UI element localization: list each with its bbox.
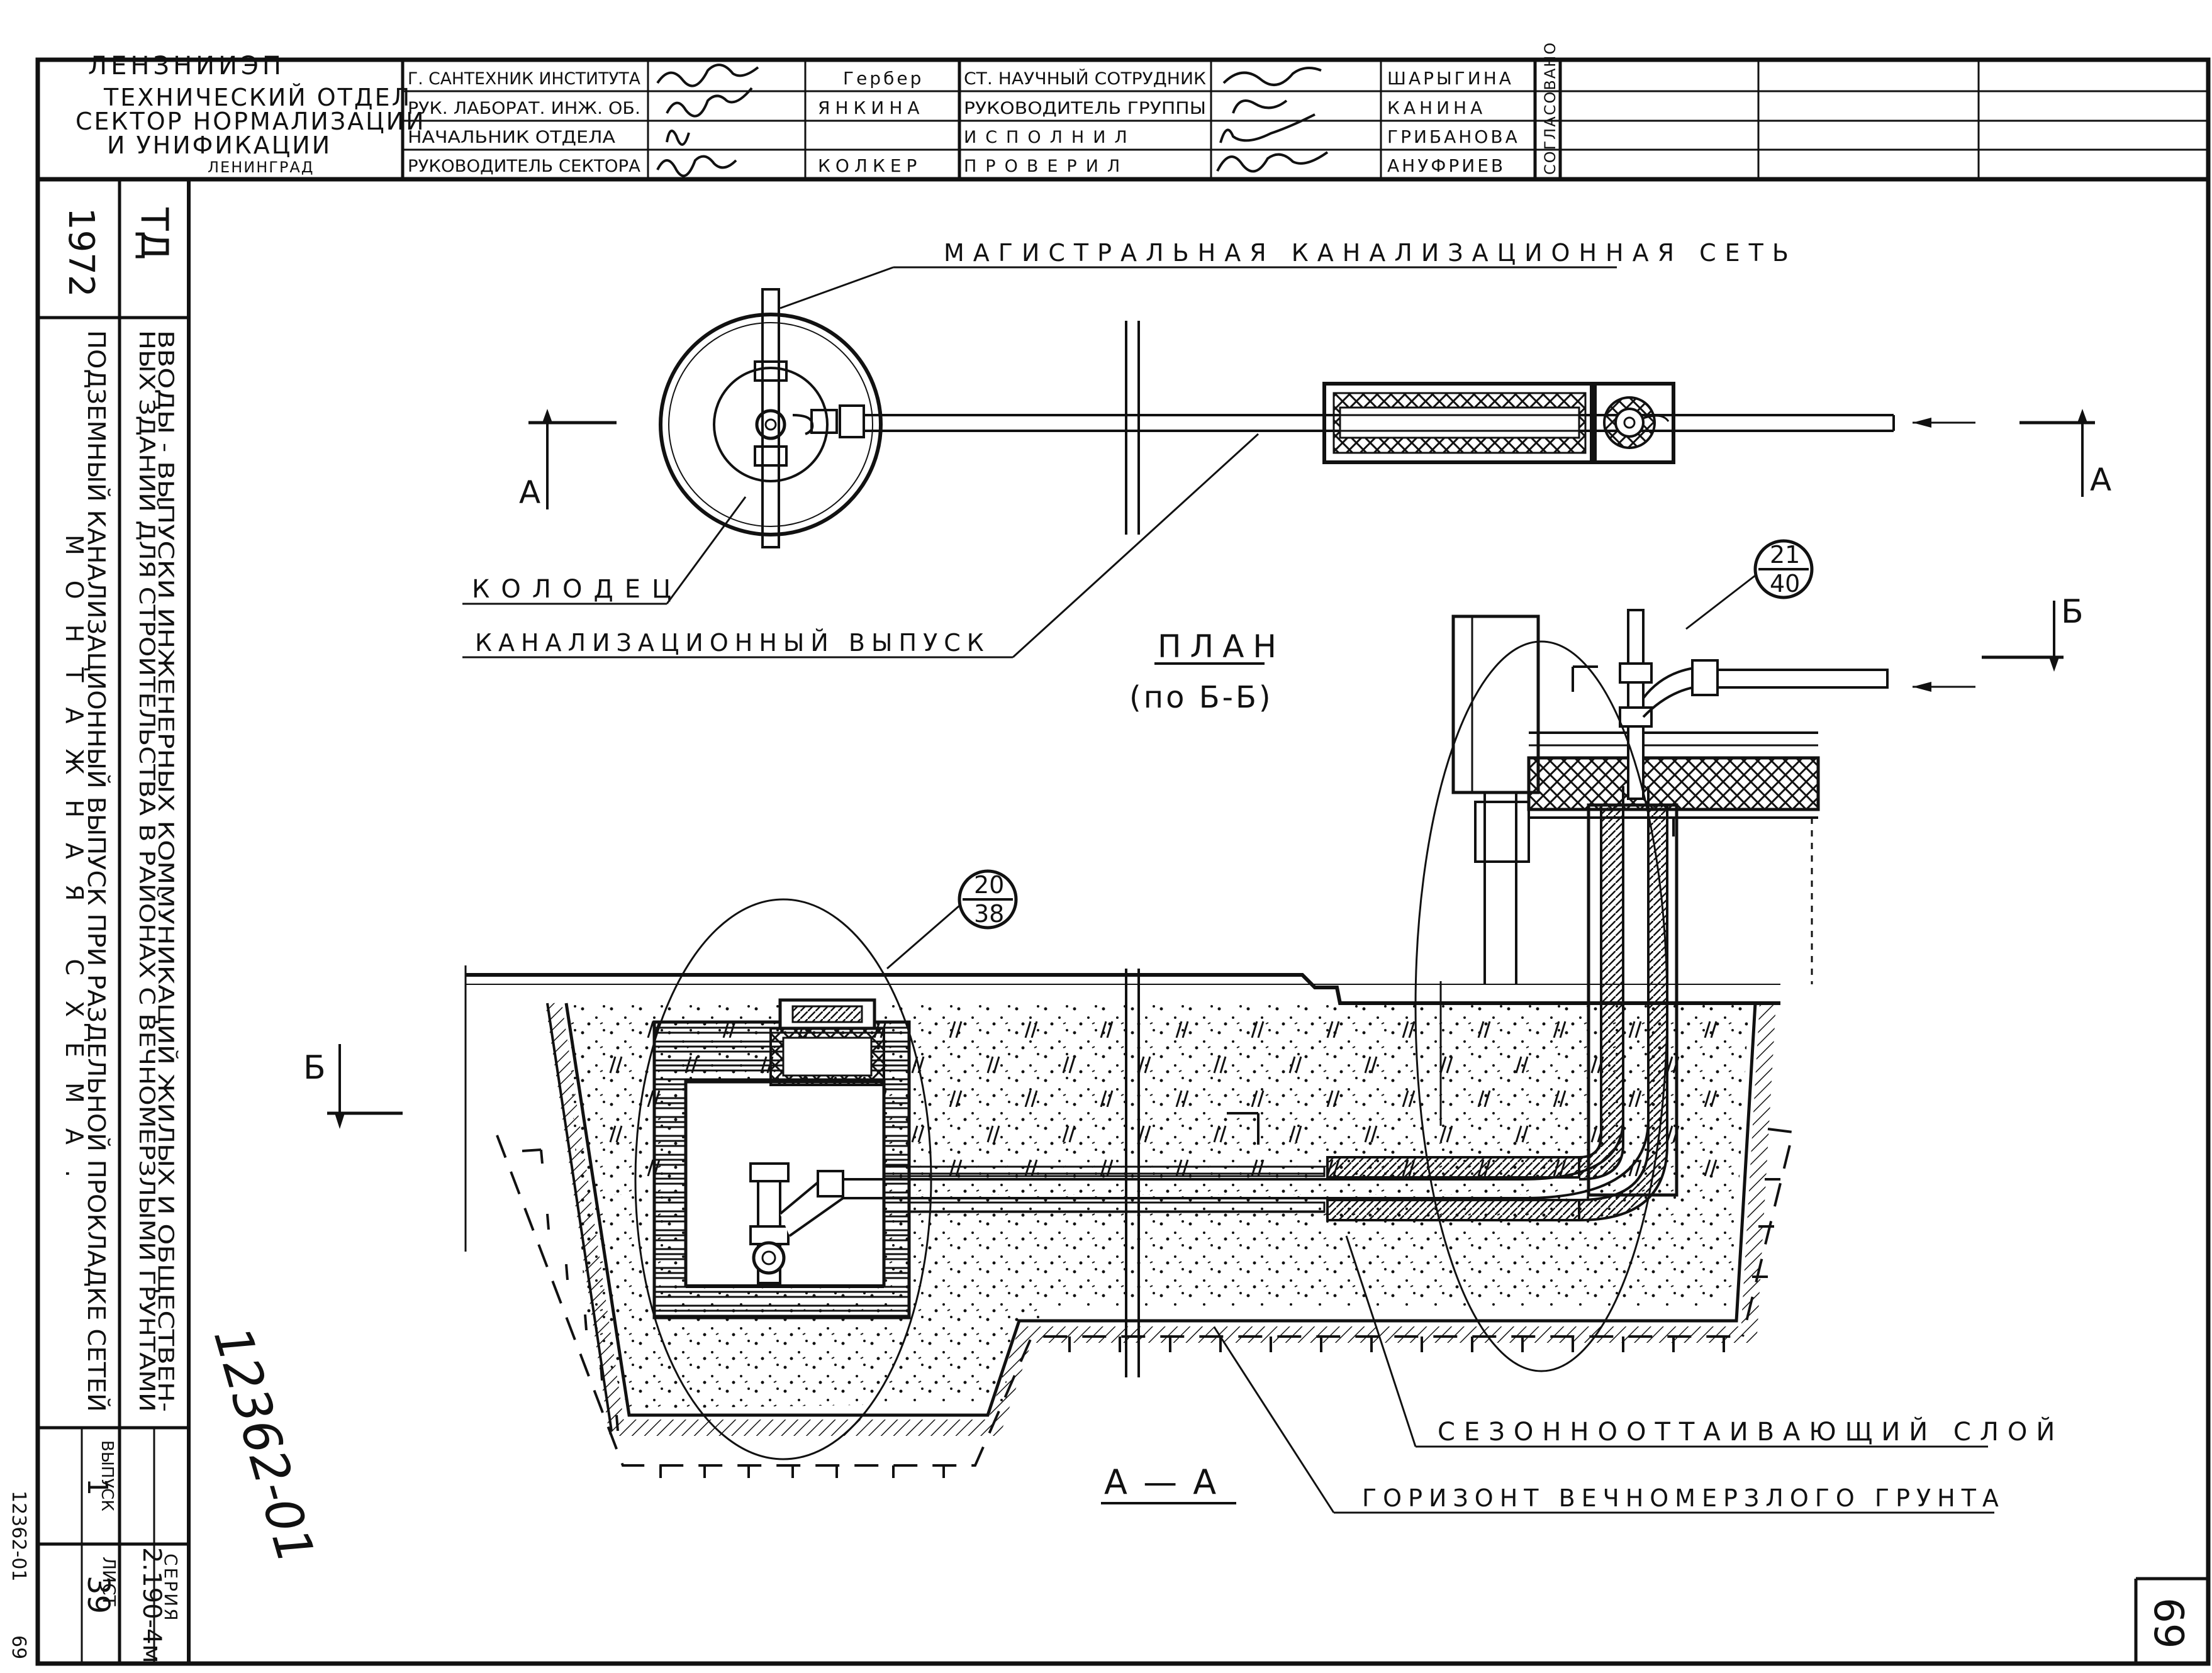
series-label: СЕРИЯ bbox=[160, 1554, 181, 1623]
staff-role-1: Г. САНТЕХНИК ИНСТИТУТА bbox=[408, 69, 641, 89]
callout-20-38: 20 38 bbox=[886, 869, 1018, 970]
signatures bbox=[656, 64, 1329, 177]
staff-role-4: РУКОВОДИТЕЛЬ СЕКТОРА bbox=[408, 157, 641, 176]
label-outlet: КАНАЛИЗАЦИОННЫЙ ВЫПУСК bbox=[475, 629, 990, 657]
plan-subtitle: (по Б-Б) bbox=[1129, 680, 1273, 715]
section-mark-b-right: Б bbox=[2061, 593, 2084, 631]
sheet-frame bbox=[35, 57, 2211, 1666]
staff-role-8: ПРОВЕРИЛ bbox=[964, 157, 1129, 176]
sheet-label: ЛИСТ bbox=[99, 1557, 120, 1607]
side-block: 1972 ТД ВВОДЫ - ВЫПУСКИ ИНЖЕНЕРНЫХ КОММУ… bbox=[8, 179, 325, 1664]
callout-ellipse-riser bbox=[1414, 640, 1668, 1372]
section-title: А — А bbox=[1104, 1462, 1219, 1502]
insulated-pipe bbox=[843, 786, 1679, 1221]
staff-name-8: АНУФРИЕВ bbox=[1387, 155, 1505, 176]
staff-name-7: ГРИБАНОВА bbox=[1387, 126, 1520, 147]
staff-name-5: ШАРЫГИНА bbox=[1387, 68, 1514, 89]
label-main-sewer: МАГИСТРАЛЬНАЯ КАНАЛИЗАЦИОННАЯ СЕТЬ bbox=[944, 239, 1797, 267]
series-value: 2.190-4м bbox=[137, 1547, 166, 1664]
callout-ellipse-well bbox=[634, 898, 932, 1460]
section-mark-b-left: Б bbox=[303, 1049, 326, 1087]
org-department: ТЕХНИЧЕСКИЙ ОТДЕЛ bbox=[103, 84, 411, 111]
staff-role-6: РУКОВОДИТЕЛЬ ГРУППЫ bbox=[964, 99, 1206, 118]
series-code: ТД bbox=[132, 207, 176, 260]
plan-title: ПЛАН bbox=[1158, 628, 1285, 665]
org-sector: СЕКТОР НОРМАЛИЗАЦИИ bbox=[75, 108, 426, 135]
callout-21-40: 21 40 bbox=[1685, 539, 1814, 630]
edge-number: 12362-01 bbox=[8, 1491, 30, 1581]
page-number: 69 bbox=[2145, 1598, 2191, 1648]
staff-name-2: ЯНКИНА bbox=[818, 97, 925, 118]
title-line-1: ВВОДЫ - ВЫПУСКИ ИНЖЕНЕРНЫХ КОММУНИКАЦИЙ … bbox=[153, 330, 179, 1412]
year: 1972 bbox=[60, 208, 101, 297]
org-city: ЛЕНИНГРАД bbox=[208, 158, 315, 176]
staff-role-7: ИСПОЛНИЛ bbox=[964, 128, 1136, 147]
approved-label: СОГЛАСОВАНО bbox=[1541, 42, 1559, 175]
edge-page: 69 bbox=[8, 1635, 30, 1659]
title-line-2: НЫХ ЗДАНИЙ ДЛЯ СТРОИТЕЛЬСТВА В РАЙОНАХ С… bbox=[134, 330, 160, 1412]
section-mark-a-left: А bbox=[519, 474, 540, 511]
permafrost-line bbox=[496, 1128, 1795, 1467]
archive-number: 12362-01 bbox=[203, 1321, 326, 1570]
staff-role-5: СТ. НАУЧНЫЙ СОТРУДНИК bbox=[964, 69, 1206, 89]
well-circle bbox=[659, 313, 883, 536]
sheet-value: 39 bbox=[81, 1576, 116, 1614]
callout-1-sheet: 38 bbox=[974, 900, 1004, 928]
subtitle-line-1: ПОДЗЕМНЫЙ КАНАЛИЗАЦИОННЫЙ ВЫПУСК ПРИ РАЗ… bbox=[82, 330, 110, 1412]
plan-view: А А МАГИСТРАЛЬНАЯ КАНАЛИЗАЦИОННАЯ СЕТЬ К… bbox=[462, 239, 2111, 659]
permafrost-ticks bbox=[522, 1148, 1780, 1478]
label-well: КОЛОДЕЦ bbox=[472, 575, 683, 604]
callout-2-sheet: 40 bbox=[1770, 570, 1800, 598]
label-seasonal-layer: СЕЗОННООТТАИВАЮЩИЙ СЛОЙ bbox=[1438, 1416, 2064, 1447]
issue-label: ВЫПУСК bbox=[98, 1440, 116, 1511]
callout-1-number: 20 bbox=[974, 871, 1004, 899]
title-block: ЛЕНЗНИИЭП ТЕХНИЧЕСКИЙ ОТДЕЛ СЕКТОР НОРМА… bbox=[75, 42, 2208, 179]
org-sector-2: И УНИФИКАЦИИ bbox=[107, 131, 332, 159]
issue-value: 1 bbox=[81, 1478, 113, 1496]
well-section bbox=[652, 998, 911, 1320]
staff-name-4: КОЛКЕР bbox=[818, 155, 922, 176]
staff-role-2: РУК. ЛАБОРАТ. ИНЖ. ОБ. bbox=[408, 99, 640, 118]
staff-name-6: КАНИНА bbox=[1387, 97, 1486, 118]
label-permafrost: ГОРИЗОНТ ВЕЧНОМЕРЗЛОГО ГРУНТА bbox=[1362, 1484, 2005, 1512]
staff-role-3: НАЧАЛЬНИК ОТДЕЛА bbox=[408, 128, 616, 147]
section-view: 20 38 21 40 Б Б СЕЗОННООТТАИВАЮЩИЙ СЛОЙ … bbox=[303, 539, 2084, 1514]
staff-name-1: Гербер bbox=[843, 68, 924, 89]
section-mark-a-right: А bbox=[2090, 462, 2111, 498]
subtitle-line-2: МОНТАЖНАЯ СХЕМА. bbox=[60, 535, 88, 1203]
building-slab bbox=[1439, 609, 1975, 1126]
callout-2-number: 21 bbox=[1770, 541, 1800, 569]
org-top: ЛЕНЗНИИЭП bbox=[88, 52, 285, 81]
